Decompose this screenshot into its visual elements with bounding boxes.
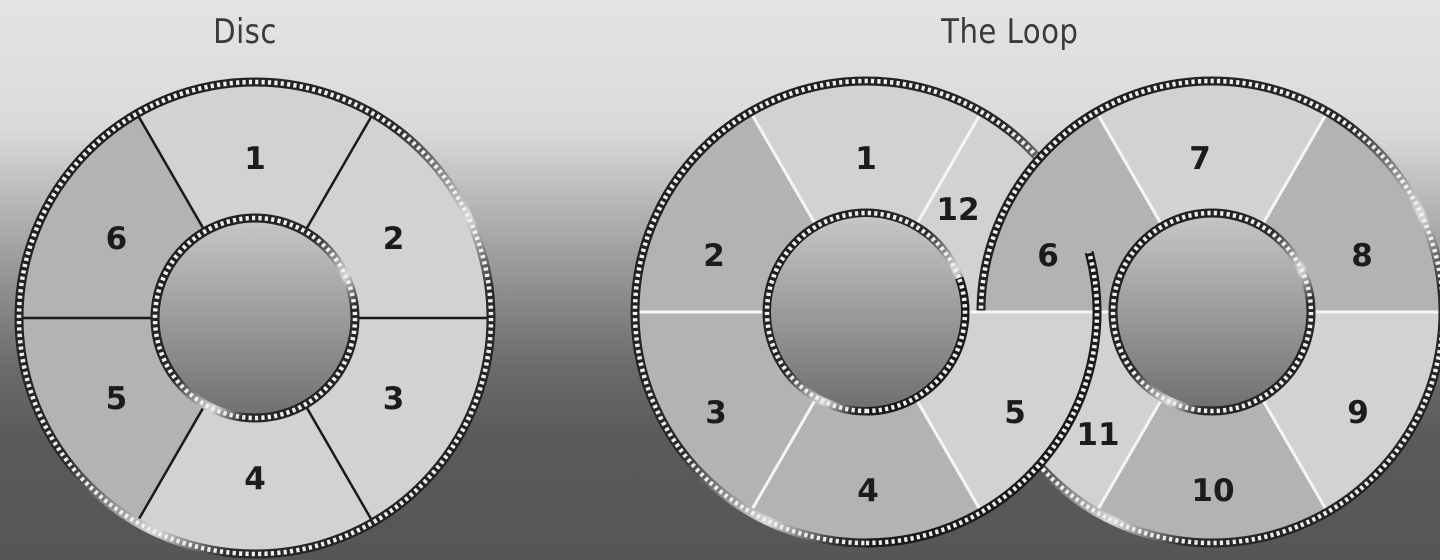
loop-label-3: 3 [705, 395, 727, 431]
disc-label-1: 1 [244, 141, 266, 177]
loop-label-11: 11 [1076, 417, 1119, 453]
disc-label-5: 5 [106, 381, 128, 417]
loop-label-1: 1 [855, 141, 877, 177]
disc-label-2: 2 [383, 221, 405, 257]
loop-label-8: 8 [1351, 238, 1373, 274]
loop-label-12: 12 [936, 192, 979, 228]
loop-label-6: 6 [1037, 238, 1059, 274]
loop-label-9: 9 [1347, 395, 1369, 431]
loop-label-4: 4 [857, 473, 879, 509]
disc-label-3: 3 [383, 381, 405, 417]
disc-label-6: 6 [106, 221, 128, 257]
loop-label-5: 5 [1004, 395, 1026, 431]
loop-label-7: 7 [1189, 141, 1211, 177]
disc-label-4: 4 [244, 461, 266, 497]
disc-wheel: 1 2 3 4 5 6 [19, 82, 491, 554]
loop-label-2: 2 [703, 238, 725, 274]
loop-label-10: 10 [1191, 473, 1234, 509]
loop-left-hub-over [771, 217, 961, 407]
